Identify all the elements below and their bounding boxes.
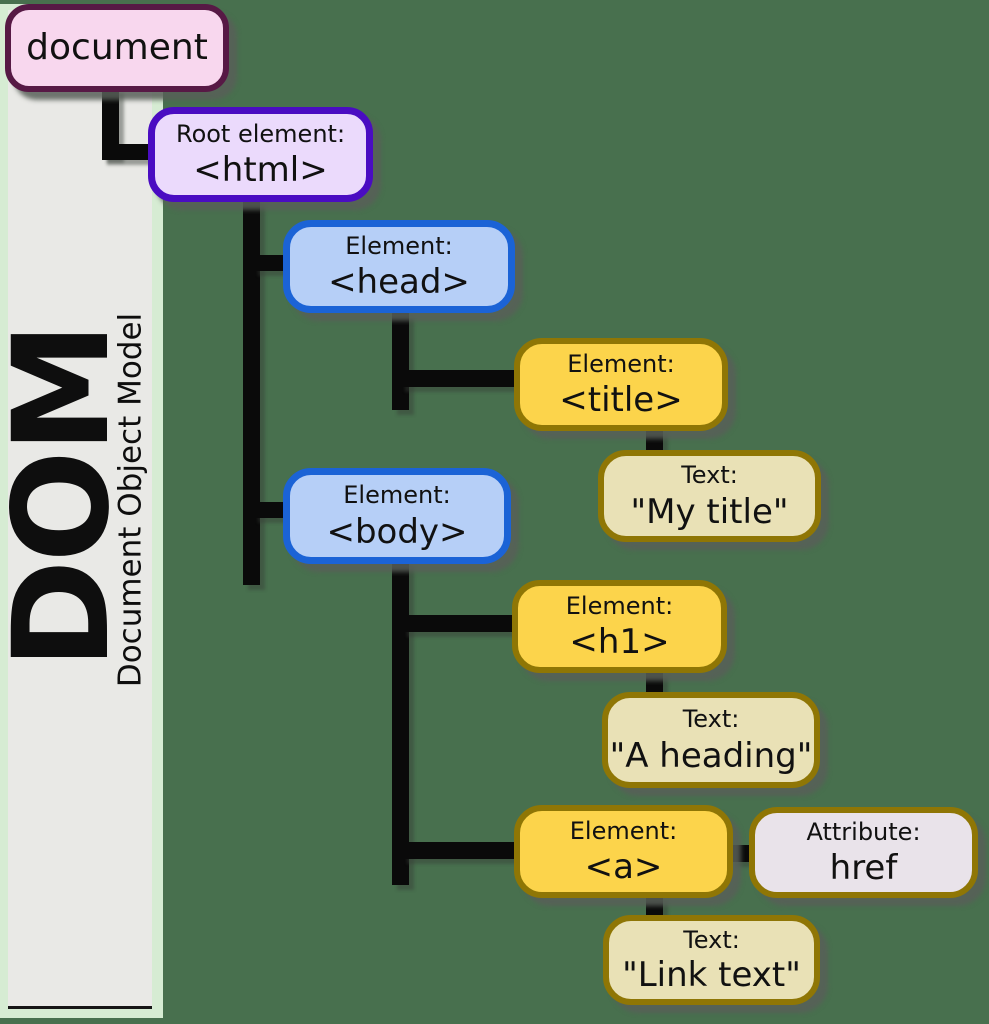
node-label: Element:	[565, 591, 674, 620]
node-document: document	[5, 4, 229, 92]
node-label: Text:	[681, 461, 738, 490]
connector-title-horizontal	[400, 370, 516, 387]
node-value: <h1>	[569, 622, 670, 663]
connector-document-html-vertical	[102, 88, 119, 158]
node-element-body: Element: <body>	[283, 468, 511, 564]
node-label: Element:	[343, 481, 451, 509]
node-label: Element:	[569, 816, 678, 845]
node-text-my-title: Text: "My title"	[598, 450, 821, 542]
node-text-a-heading: Text: "A heading"	[602, 692, 820, 788]
node-label: Text:	[683, 925, 740, 954]
node-label: Element:	[345, 232, 453, 260]
node-value: "My title"	[630, 491, 789, 532]
node-element-a: Element: <a>	[514, 805, 733, 898]
node-label: Element:	[567, 349, 675, 378]
node-value: "A heading"	[609, 736, 813, 777]
sidebar-bar	[8, 10, 152, 1009]
node-element-title: Element: <title>	[514, 338, 728, 431]
node-value: "Link text"	[622, 955, 801, 996]
connector-body-stub	[253, 502, 285, 518]
connector-body-trunk	[392, 560, 409, 885]
connector-a-href	[730, 845, 749, 862]
connector-head-stub	[253, 255, 285, 271]
connector-h1-aheading	[646, 670, 663, 694]
connector-title-mytitle	[646, 428, 663, 454]
node-value: <html>	[193, 150, 328, 191]
node-element-head: Element: <head>	[283, 220, 515, 313]
node-value: document	[26, 27, 208, 68]
dom-full-name-text: Document Object Model	[112, 312, 149, 688]
dom-acronym-text: DOM	[0, 324, 139, 670]
connector-document-html-horizontal	[102, 144, 152, 160]
connector-html-trunk	[243, 198, 260, 585]
node-value: <title>	[559, 380, 683, 421]
node-value: <head>	[328, 262, 470, 302]
node-value: <body>	[326, 512, 468, 552]
connector-a-linktext	[646, 895, 663, 917]
connector-a-stub	[402, 842, 516, 859]
node-value: href	[829, 848, 898, 888]
node-value: <a>	[584, 847, 663, 888]
node-label: Attribute:	[806, 818, 921, 846]
node-label: Root element:	[175, 119, 346, 148]
node-label: Text:	[682, 704, 740, 733]
node-attribute-href: Attribute: href	[749, 807, 978, 898]
connector-h1-stub	[402, 615, 516, 632]
node-root-element-html: Root element: <html>	[148, 107, 373, 202]
node-text-link-text: Text: "Link text"	[603, 915, 820, 1005]
connector-head-down	[392, 312, 409, 410]
node-element-h1: Element: <h1>	[512, 580, 727, 673]
